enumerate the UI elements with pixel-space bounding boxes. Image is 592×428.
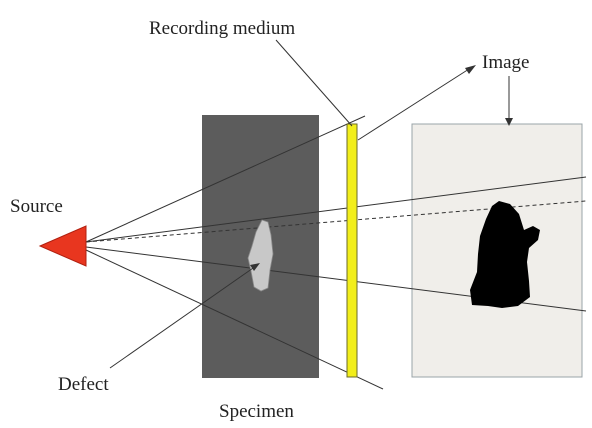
image-leader-diagonal: [357, 68, 470, 141]
image-label: Image: [482, 52, 530, 73]
source-triangle: [38, 225, 87, 267]
image-leader-arrowhead: [465, 65, 476, 74]
image-leader-down-arrowhead: [505, 118, 513, 126]
leader-lines: [109, 39, 513, 369]
ray-bottom: [85, 249, 384, 390]
ray-top: [85, 115, 366, 243]
defect-shape: [247, 219, 274, 292]
source-label: Source: [10, 196, 63, 217]
image-shadow: [470, 201, 540, 308]
specimen-label: Specimen: [219, 401, 294, 422]
defect-label: Defect: [58, 374, 109, 395]
defect-leader: [109, 265, 257, 369]
recording-medium-strip: [346, 123, 358, 378]
recording-medium-label: Recording medium: [149, 18, 296, 39]
defect-leader-arrowhead: [250, 263, 260, 271]
ray-upper: [85, 176, 587, 243]
recording-medium-leader: [275, 39, 353, 127]
